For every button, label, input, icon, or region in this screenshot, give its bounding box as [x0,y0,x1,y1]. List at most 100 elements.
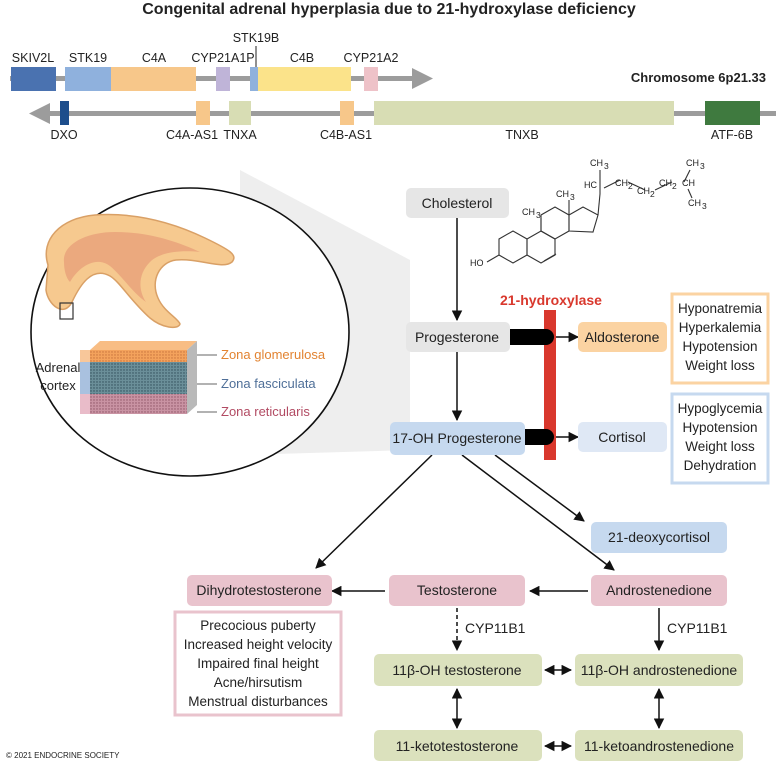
cortex-left-fasc [80,362,90,394]
symptom-andro-4: Menstrual disturbances [188,694,328,709]
struct-ch-iso: CH [682,178,695,188]
label-androstenedione: Androstenedione [606,582,712,598]
label-tnxb: TNXB [505,128,538,142]
box-androstenedione [591,575,727,606]
label-stk19: STK19 [69,51,107,65]
struct-ch2-2: CH [637,186,650,196]
zona-glomerulosa-label: Zona glomerulosa [221,347,326,362]
symptom-andro-3: Acne/hirsutism [214,675,303,690]
symptom-box-cortisol: Hypoglycemia Hypotension Weight loss Deh… [670,392,770,485]
gene-stk19 [65,67,111,91]
cortex-top-face [90,341,197,350]
label-skiv2l: SKIV2L [12,51,54,65]
label-progesterone: Progesterone [415,329,499,345]
symptom-aldo-2: Hypotension [682,339,757,354]
struct-hc: HC [584,180,597,190]
gene-tnxb [374,101,674,125]
struct-ch3-top-sub: 3 [604,161,609,171]
box-oh-androstenedione [575,654,743,686]
symptom-andro-1: Increased height velocity [184,637,333,652]
struct-ho: HO [470,258,484,268]
label-ketoandrostenedione: 11-ketoandrostenedione [584,738,734,754]
label-testosterone: Testosterone [417,582,497,598]
zona-reticularis-layer [90,394,187,414]
struct-ch3-ring1-sub: 3 [536,210,541,220]
gene-c4b-as1 [340,101,354,125]
box-progesterone [406,322,510,352]
adrenal-inset: Zona glomerulosa Zona fasciculata Zona r… [30,170,410,477]
struct-ch3-iso1: CH [686,158,699,168]
zona-reticularis-label: Zona reticularis [221,404,310,419]
zona-fasciculata-layer [90,362,187,394]
chromosome-label: Chromosome 6p21.33 [631,70,766,85]
struct-ch3-iso1-sub: 3 [700,161,705,171]
gene-atf6b [705,101,760,125]
symptom-aldo-1: Hyperkalemia [679,320,762,335]
chromosome-map: SKIV2L STK19 C4A CYP21A1P STK19B C4B CYP… [10,31,776,142]
struct-ch2-1-sub: 2 [628,181,633,191]
label-cortisol: Cortisol [598,429,645,445]
box-oh-testosterone [374,654,542,686]
symptom-box-aldosterone: Hyponatremia Hyperkalemia Hypotension We… [670,292,770,385]
gene-dxo [60,101,69,125]
box-cholesterol [406,188,509,218]
cortex-left-glom [80,350,90,362]
struct-ch2-3: CH [659,178,672,188]
label-cyp11b1-right: CYP11B1 [667,620,728,636]
label-aldosterone: Aldosterone [585,329,660,345]
box-dihydrotestosterone [187,575,332,606]
symptom-cort-0: Hypoglycemia [678,401,763,416]
top-track-line [10,76,415,81]
pathway-arrows [315,218,665,752]
label-c4b: C4B [290,51,314,65]
struct-ch3-iso2-sub: 3 [702,201,707,211]
symptom-cort-2: Weight loss [685,439,755,454]
box-deoxycortisol [591,522,727,553]
bottom-track-arrowhead [29,103,50,124]
box-aldosterone [578,322,667,352]
adrenal-gland-medulla [63,232,201,302]
gene-skiv2l [11,67,56,91]
zona-fasciculata-label: Zona fasciculata [221,376,316,391]
label-ketotestosterone: 11-ketotestosterone [396,738,519,754]
struct-ch3-ring2-sub: 3 [570,192,575,202]
symptom-cort-3: Dehydration [684,458,757,473]
zoom-square [59,302,74,320]
block-ohprog-cap [538,429,554,445]
gene-stk19b [250,67,258,91]
symptom-box-androgen: Precocious puberty Increased height velo… [173,610,343,717]
label-atf6b: ATF-6B [711,128,753,142]
cortex-block [80,341,197,414]
label-cholesterol: Cholesterol [422,195,493,211]
gene-c4a-as1 [196,101,210,125]
struct-ch3-top: CH [590,158,603,168]
struct-ch2-2-sub: 2 [650,189,655,199]
symptom-andro-0: Precocious puberty [200,618,316,633]
label-oh-testosterone: 11β-OH testosterone [392,662,521,678]
label-deoxycortisol: 21-deoxycortisol [608,529,710,545]
symptom-aldo-3: Weight loss [685,358,755,373]
label-dxo: DXO [50,128,77,142]
symptom-aldo-0: Hyponatremia [678,301,763,316]
arrow-ohprog-deoxy [494,454,585,522]
cortex-left-retic [80,394,90,414]
gene-cyp21a1p [216,67,230,91]
adrenal-cortex-label-2: cortex [40,378,76,393]
arrow-ohprog-dht [315,454,433,569]
hydroxylase-label: 21-hydroxylase [500,292,602,308]
symptom-cort-1: Hypotension [682,420,757,435]
box-testosterone [389,575,525,606]
label-oh-androstenedione: 11β-OH androstenedione [581,662,738,678]
label-tnxa: TNXA [223,128,257,142]
gene-c4b [258,67,351,91]
hydroxylase-block: 21-hydroxylase [500,292,602,460]
box-oh-progesterone [390,422,525,455]
label-cyp11b1-left: CYP11B1 [465,620,526,636]
box-ketotestosterone [374,730,542,761]
adrenal-cortex-label-1: Adrenal [36,360,81,375]
label-dihydrotestosterone: Dihydrotestosterone [196,582,322,598]
struct-ch3-ring2: CH [556,189,569,199]
label-c4a-as1: C4A-AS1 [166,128,218,142]
cholesterol-structure-labels: HO CH 3 CH 3 CH 3 HC CH 2 CH 2 CH 2 CH C… [470,158,707,268]
